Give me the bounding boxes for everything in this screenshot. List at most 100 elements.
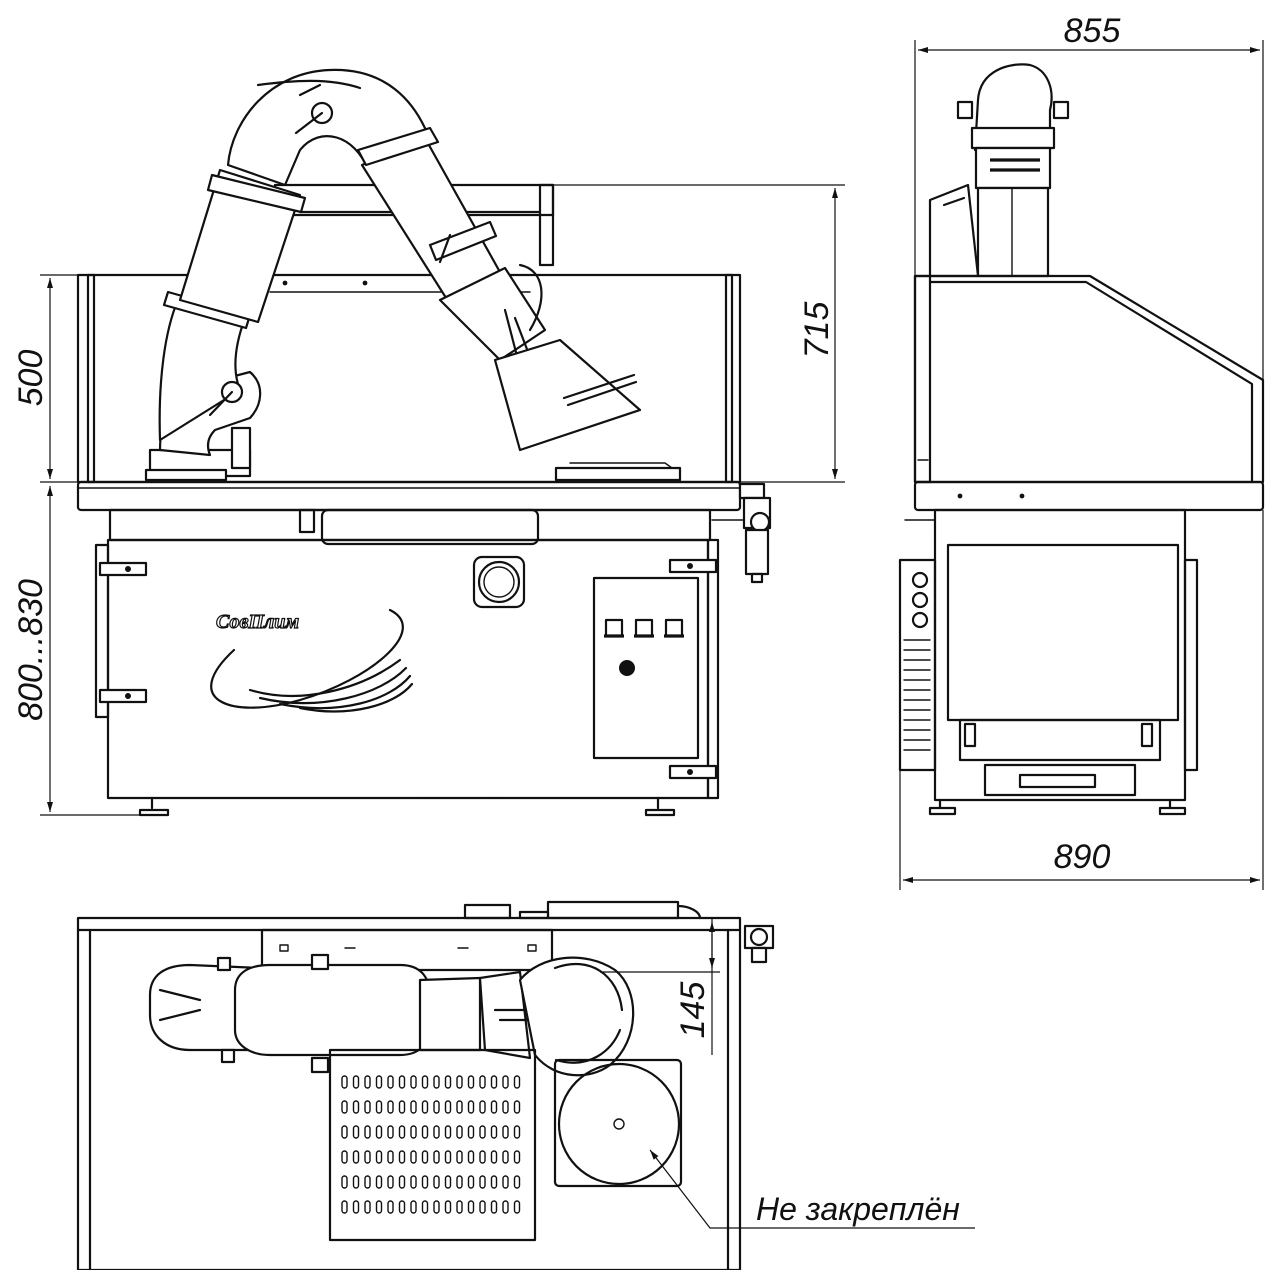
perforation-slot bbox=[352, 1125, 360, 1139]
perforation-slot bbox=[341, 1150, 348, 1164]
perforation-slot bbox=[479, 1200, 486, 1214]
perforation-slot bbox=[341, 1075, 348, 1089]
perforation-slot bbox=[387, 1100, 394, 1114]
perforation-slot bbox=[513, 1175, 521, 1189]
perforation-slot bbox=[456, 1125, 463, 1139]
perforation-slot bbox=[467, 1150, 475, 1164]
front-cabinet-lower bbox=[94, 538, 720, 817]
perforation-slot bbox=[502, 1100, 509, 1114]
perforation-slot bbox=[456, 1150, 463, 1164]
perforation-slot bbox=[387, 1125, 394, 1139]
perforation-slot bbox=[375, 1150, 383, 1164]
perforation-slot bbox=[364, 1150, 371, 1164]
perforation-slot bbox=[421, 1100, 429, 1114]
perforation-slot bbox=[352, 1175, 360, 1189]
dimension-top-width: 855 bbox=[914, 12, 1264, 380]
front-air-regulator bbox=[711, 482, 772, 584]
perforation-slot bbox=[433, 1150, 440, 1164]
perforation-slot bbox=[444, 1125, 452, 1139]
perforation-slot bbox=[433, 1175, 440, 1189]
brand-logo-text: СовПлим bbox=[216, 611, 299, 633]
perforation-slot bbox=[398, 1125, 406, 1139]
perforation-slot bbox=[375, 1075, 383, 1089]
perforation-slot bbox=[433, 1100, 440, 1114]
perforation-slot bbox=[456, 1075, 463, 1089]
perforation-slot bbox=[490, 1150, 498, 1164]
perforation-slot bbox=[467, 1125, 475, 1139]
dimension-800-830-label: 800...830 bbox=[12, 579, 50, 721]
perforation-slot bbox=[433, 1075, 440, 1089]
perforation-slot bbox=[364, 1200, 371, 1214]
perforation-slot bbox=[387, 1075, 394, 1089]
front-turntable bbox=[554, 462, 682, 482]
perforation-slot bbox=[421, 1075, 429, 1089]
perforation-slot bbox=[387, 1150, 394, 1164]
perforation-slot bbox=[456, 1200, 463, 1214]
perforation-slot bbox=[490, 1125, 498, 1139]
top-perforated-panel bbox=[328, 1048, 537, 1242]
dimension-890-label: 890 bbox=[1054, 838, 1111, 876]
perforation-slot bbox=[410, 1200, 417, 1214]
perforation-slot bbox=[387, 1175, 394, 1189]
perforation-slot bbox=[410, 1150, 417, 1164]
perforation-slot bbox=[375, 1125, 383, 1139]
top-arm bbox=[148, 953, 635, 1077]
perforation-slot bbox=[456, 1100, 463, 1114]
perforation-slot bbox=[502, 1150, 509, 1164]
dimension-base-width: 890 bbox=[899, 510, 1264, 890]
perforation-slot bbox=[433, 1125, 440, 1139]
perforation-slot bbox=[444, 1150, 452, 1164]
perforation-slot bbox=[410, 1100, 417, 1114]
top-table bbox=[76, 900, 775, 1270]
perforation-slot bbox=[421, 1200, 429, 1214]
perforation-slot bbox=[341, 1200, 348, 1214]
perforation-slot bbox=[444, 1075, 452, 1089]
perforation-slot bbox=[341, 1100, 348, 1114]
perforation-slot bbox=[341, 1175, 348, 1189]
perforation-slot bbox=[398, 1175, 406, 1189]
perforation-slot bbox=[513, 1200, 521, 1214]
perforation-slot bbox=[467, 1100, 475, 1114]
perforation-slot bbox=[364, 1075, 371, 1089]
perforation-slot bbox=[513, 1150, 521, 1164]
perforation-slot bbox=[502, 1200, 509, 1214]
perforation-slot bbox=[352, 1200, 360, 1214]
dimension-table-height: 800...830 bbox=[12, 486, 140, 816]
perforation-slot bbox=[433, 1200, 440, 1214]
perforation-slot bbox=[387, 1200, 394, 1214]
perforation-slot bbox=[364, 1100, 371, 1114]
perforation-slot bbox=[513, 1075, 521, 1089]
perforation-slot bbox=[364, 1175, 371, 1189]
perforation-slot bbox=[479, 1125, 486, 1139]
perforation-slot bbox=[410, 1175, 417, 1189]
front-view: СовПлим bbox=[12, 68, 845, 817]
brand-logo: СовПлим bbox=[210, 608, 414, 713]
perforation-slot bbox=[444, 1200, 452, 1214]
perforation-slot bbox=[352, 1100, 360, 1114]
perforation-slot bbox=[502, 1175, 509, 1189]
top-view: Не закреплён 145 bbox=[76, 900, 975, 1270]
perforation-slot bbox=[490, 1100, 498, 1114]
side-table-top bbox=[913, 480, 1265, 512]
perforation-slot bbox=[341, 1125, 348, 1139]
dimension-145-label: 145 bbox=[674, 982, 712, 1039]
dimension-500-label: 500 bbox=[12, 350, 50, 407]
dimension-top-offset: 145 bbox=[600, 917, 720, 1055]
side-duct bbox=[928, 63, 1070, 278]
perforation-slot bbox=[398, 1150, 406, 1164]
perforation-slot bbox=[375, 1200, 383, 1214]
perforation-slot bbox=[410, 1075, 417, 1089]
perforation-slot bbox=[467, 1175, 475, 1189]
perforation-slot bbox=[479, 1075, 486, 1089]
perforation-slot bbox=[421, 1150, 429, 1164]
side-cabinet-lower bbox=[898, 508, 1199, 816]
perforation-slot bbox=[421, 1175, 429, 1189]
perforation-slot bbox=[375, 1100, 383, 1114]
perforation-slot bbox=[513, 1100, 521, 1114]
note-not-fixed: Не закреплён bbox=[756, 1191, 960, 1227]
perforation-slot bbox=[456, 1175, 463, 1189]
perforation-slot bbox=[502, 1125, 509, 1139]
perforation-slot bbox=[490, 1075, 498, 1089]
perforation-slot bbox=[467, 1075, 475, 1089]
